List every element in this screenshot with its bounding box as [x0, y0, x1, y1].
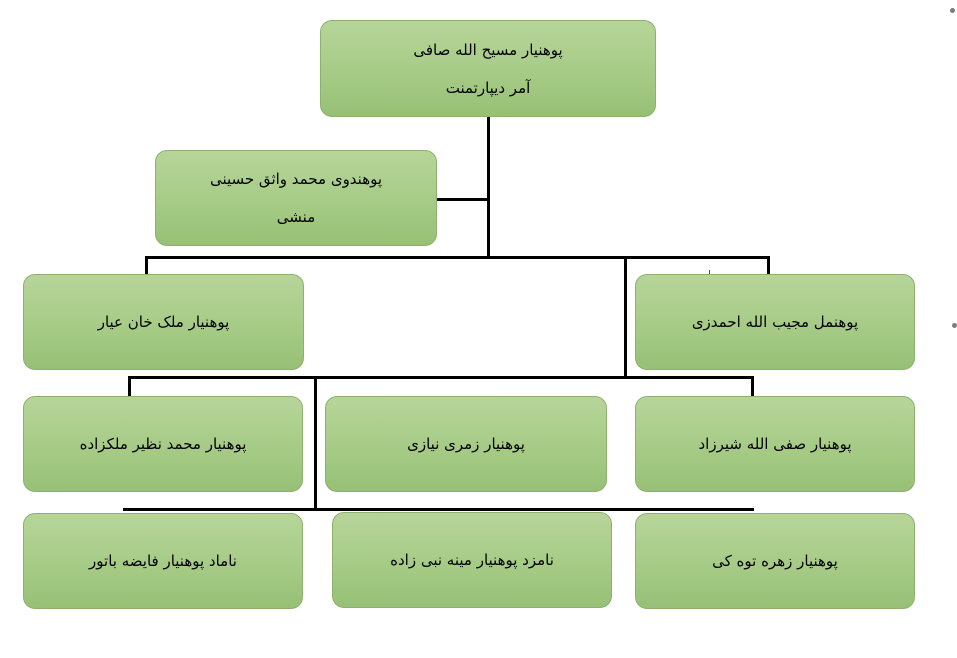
head-title: آمر دیپارتمنت	[445, 78, 531, 97]
level2-right-name: پوهنمل مجیب الله احمدزی	[691, 313, 859, 331]
connector-level4-bar	[123, 508, 754, 511]
level2-left-name: پوهنیار ملک خان عیار	[97, 313, 230, 331]
org-node-level2-left: پوهنیار ملک خان عیار	[23, 274, 304, 370]
level3-name-1: پوهنیار محمد نظیر ملکزاده	[79, 435, 247, 453]
level4-name-2: نامزد پوهنیار مینه نبی زاده	[390, 551, 554, 569]
edge-dot-top	[950, 8, 955, 13]
connector-level3-trunk	[624, 256, 627, 377]
level4-name-1: ناماد پوهنیار فایضه باتور	[89, 552, 237, 570]
connector-level3-left-drop	[128, 376, 131, 396]
level4-name-3: پوهنیار زهره توه کی	[712, 552, 838, 570]
connector-secretary	[437, 198, 489, 201]
connector-level2-left-drop	[145, 256, 148, 274]
org-node-level3-2: پوهنیار زمری نیازی	[325, 396, 607, 492]
secretary-name: پوهندوی محمد واثق حسینی	[209, 170, 383, 188]
level3-name-3: پوهنیار صفی الله شیرزاد	[698, 435, 852, 453]
connector-level4-trunk	[314, 376, 317, 510]
org-node-head: پوهنیار مسیح الله صافی آمر دیپارتمنت	[320, 20, 656, 117]
org-node-level4-2: نامزد پوهنیار مینه نبی زاده	[332, 512, 612, 608]
head-name: پوهنیار مسیح الله صافی	[413, 40, 563, 59]
connector-level3-right-drop	[751, 376, 754, 396]
edge-dot-middle	[952, 323, 957, 328]
org-node-secretary: پوهندوی محمد واثق حسینی منشی	[155, 150, 437, 246]
org-node-level4-1: ناماد پوهنیار فایضه باتور	[23, 513, 303, 609]
connector-head-trunk	[487, 117, 490, 258]
connector-level3-bar	[129, 376, 754, 379]
connector-level2-bar	[146, 256, 770, 259]
org-node-level4-3: پوهنیار زهره توه کی	[635, 513, 915, 609]
org-node-level3-1: پوهنیار محمد نظیر ملکزاده	[23, 396, 303, 492]
org-node-level2-right: پوهنمل مجیب الله احمدزی	[635, 274, 915, 370]
secretary-title: منشی	[276, 208, 316, 226]
connector-level2-right-drop	[767, 256, 770, 274]
level3-name-2: پوهنیار زمری نیازی	[407, 435, 525, 453]
org-node-level3-3: پوهنیار صفی الله شیرزاد	[635, 396, 915, 492]
